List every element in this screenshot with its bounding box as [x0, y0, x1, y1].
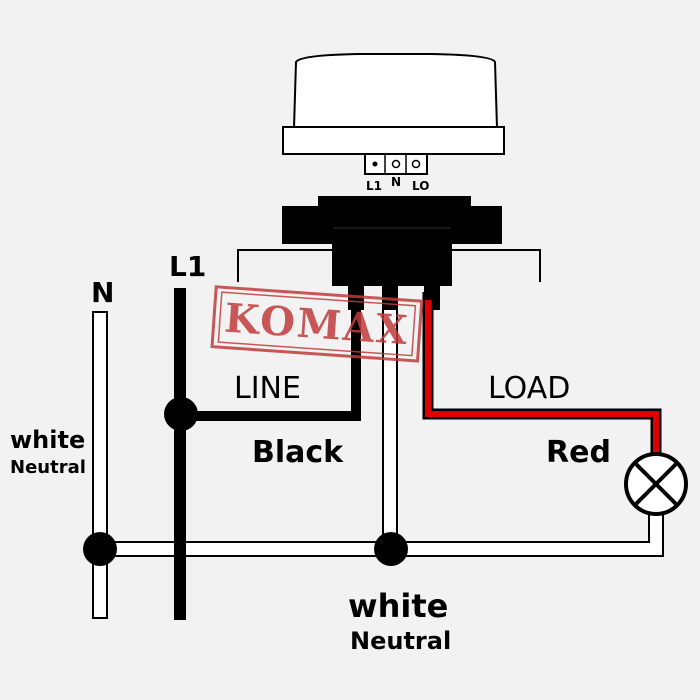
line-wire-label: L1 [169, 250, 206, 283]
sensor-base-ring [282, 126, 505, 155]
line-label: LINE [234, 371, 301, 406]
white-bottom-label: white [348, 587, 448, 625]
black-label: Black [252, 435, 344, 470]
lamp-icon [624, 452, 688, 516]
junction-neutral-left [83, 532, 117, 566]
terminal-label-l1: L1 [366, 179, 382, 193]
junction-neutral-center [374, 532, 408, 566]
line-wire-vertical [174, 288, 186, 620]
line-wiring [174, 288, 361, 620]
terminal-label-n: N [391, 175, 401, 189]
sensor-dome [292, 53, 499, 129]
sensor-bracket-right [452, 249, 541, 282]
komax-watermark: KOMAX [210, 285, 424, 363]
line-wire-black [181, 290, 361, 421]
terminal-n-dot [391, 159, 401, 169]
neutral-left-label: Neutral [10, 457, 86, 478]
sensor-body [332, 206, 452, 286]
junction-line [164, 397, 198, 431]
neutral-wire-label: N [91, 276, 114, 309]
red-label: Red [546, 435, 611, 470]
load-label: LOAD [488, 371, 570, 406]
white-left-label: white [10, 426, 85, 454]
terminal-block [364, 153, 428, 175]
neutral-bottom-label: Neutral [350, 627, 451, 655]
photocell-sensor: L1 N LO [237, 53, 541, 286]
terminal-label-lo: LO [412, 179, 429, 193]
terminal-l1-dot [372, 161, 378, 167]
sensor-bracket-left [237, 249, 332, 282]
terminal-lo-dot [411, 159, 421, 169]
